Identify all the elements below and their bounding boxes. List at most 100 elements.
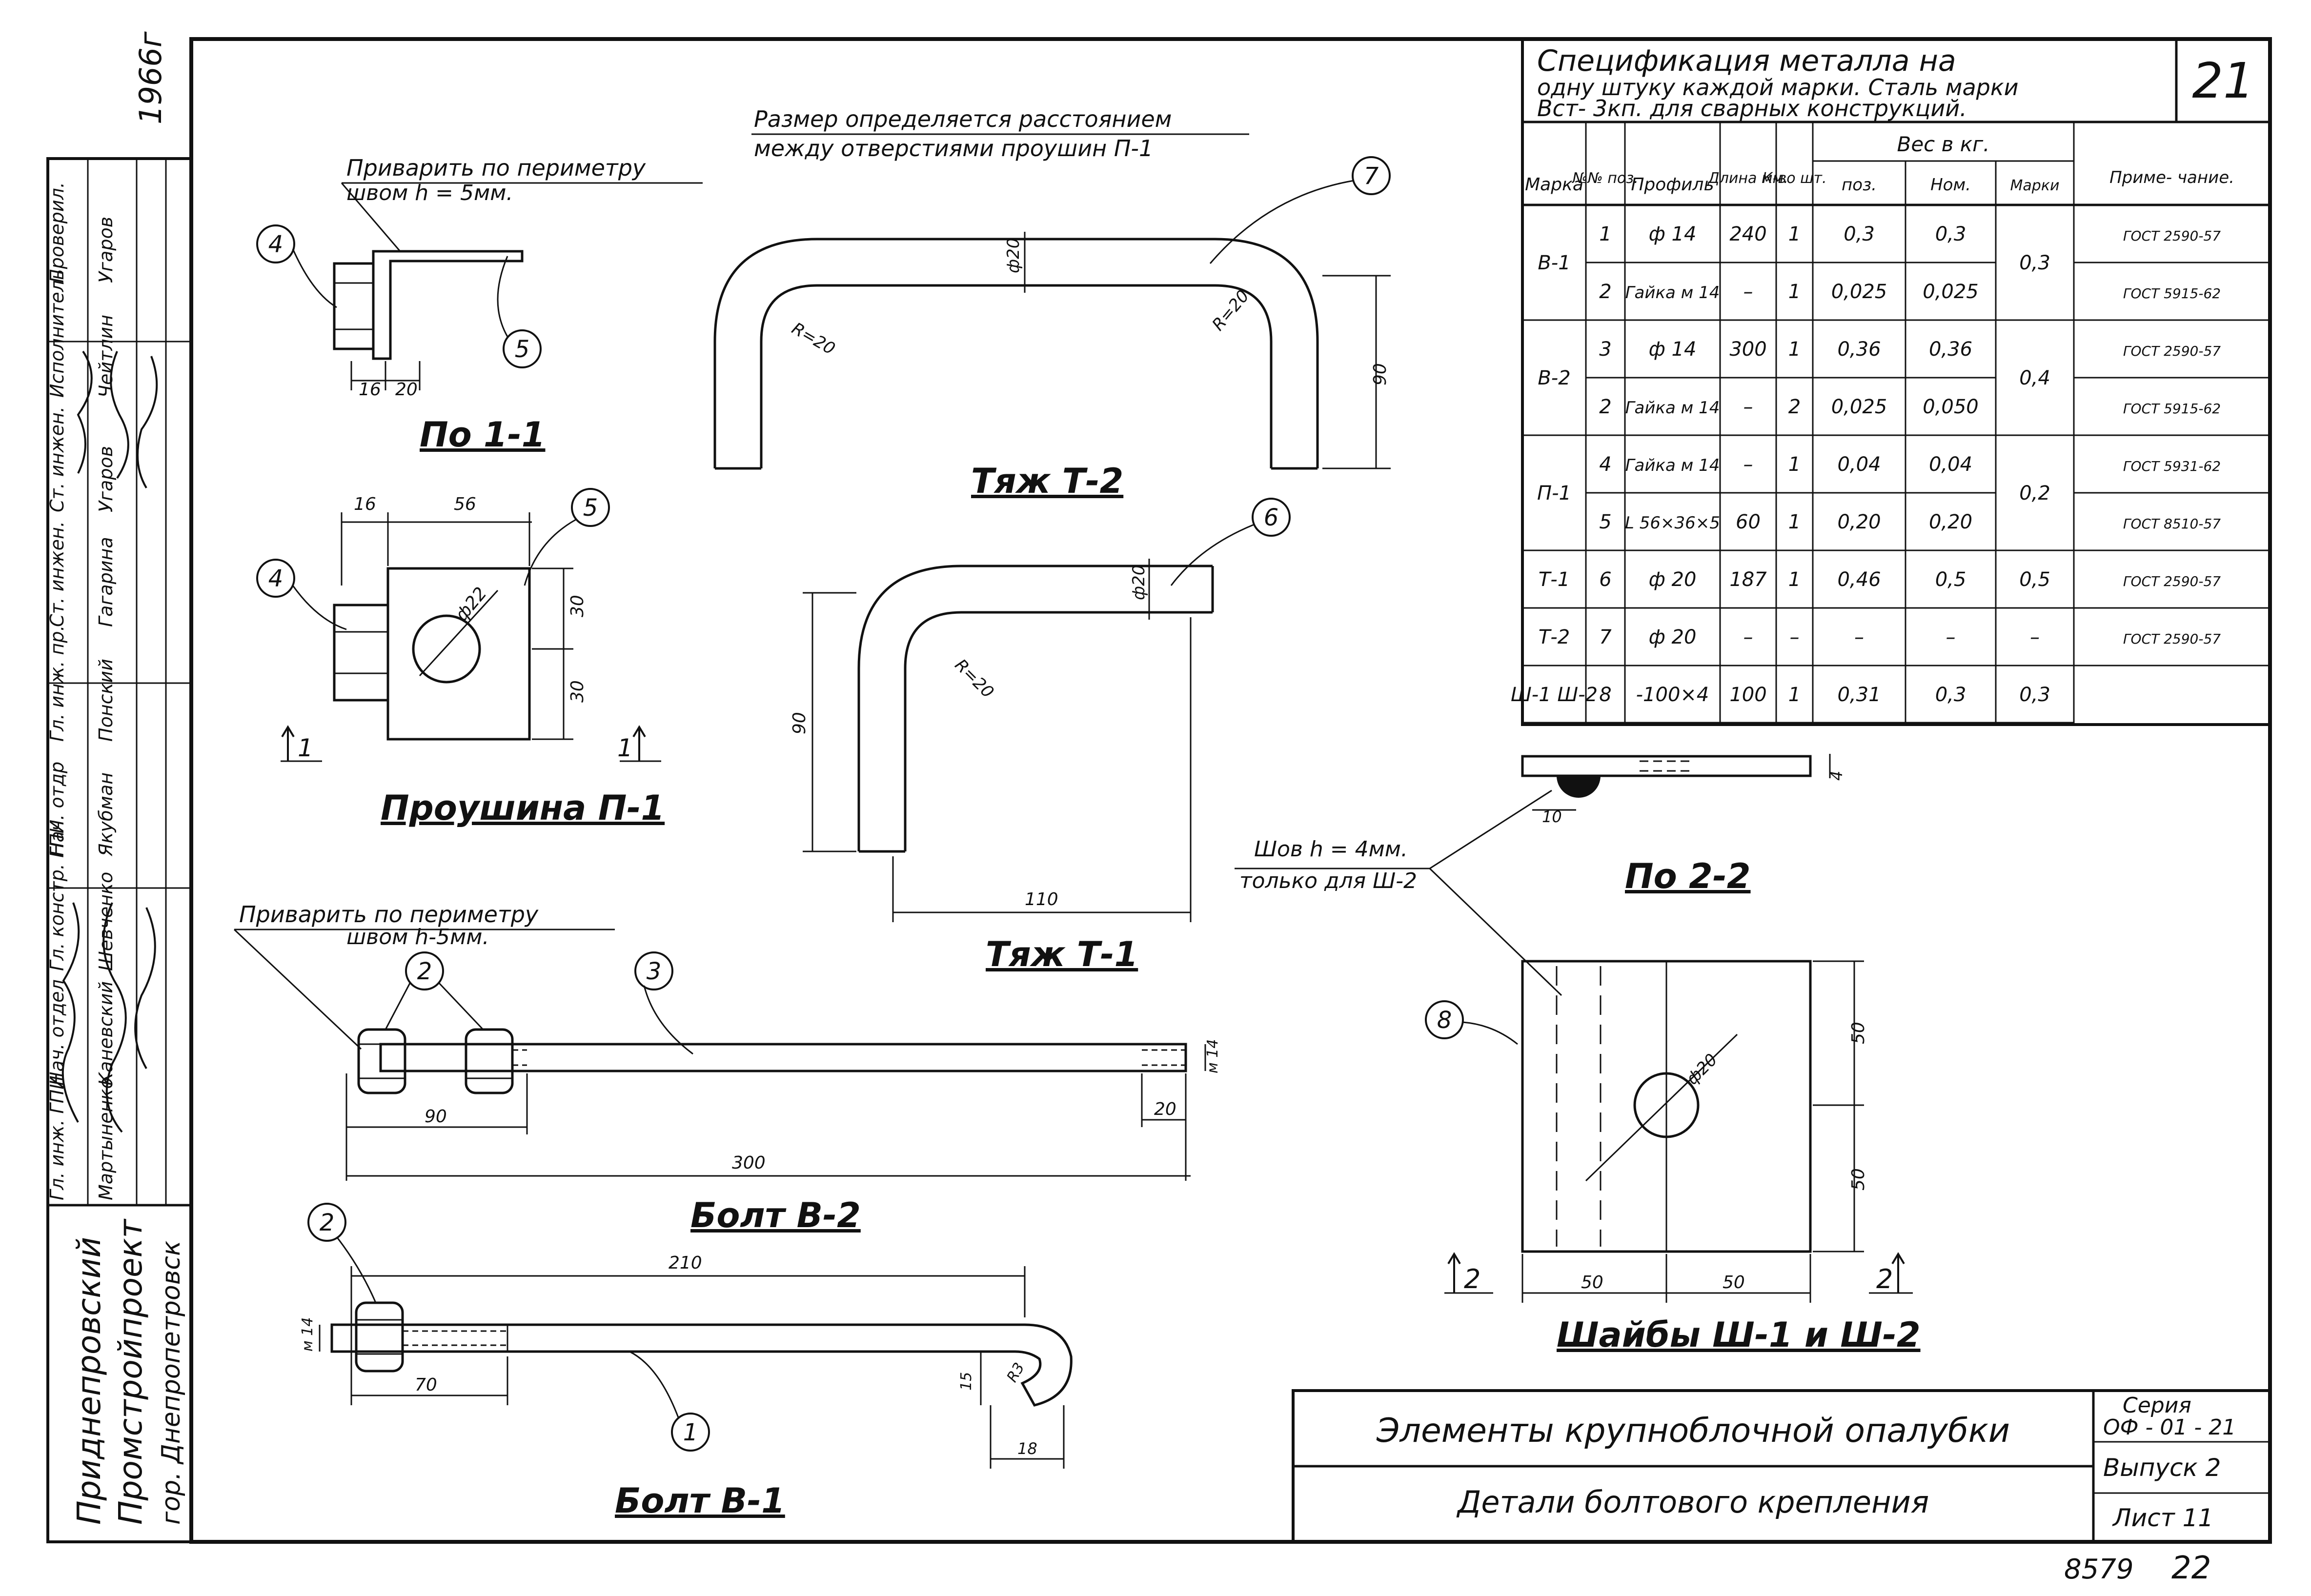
callout-5: 5	[515, 336, 530, 363]
b1-thread: м 14	[299, 1317, 316, 1352]
header-profile: Профиль	[1631, 175, 1714, 195]
header-pos: №№ поз.	[1571, 170, 1638, 187]
spec-cell-w_pos: –	[1854, 626, 1864, 648]
spec-cell-qty: 1	[1788, 338, 1801, 361]
spec-cell-w_pos: 0,20	[1837, 511, 1881, 533]
spec-cell-length: 240	[1729, 223, 1766, 245]
spec-cell-qty: 1	[1788, 223, 1801, 245]
t1-height: 90	[790, 712, 810, 734]
spec-cell-w_nom: 0,3	[1935, 223, 1966, 245]
spec-cell-mark: В-1	[1538, 252, 1570, 274]
header-mark: Марка	[1525, 175, 1583, 195]
stamp-role: Ст. инжен.	[46, 521, 68, 627]
stamp-name: Якубман	[95, 772, 117, 857]
sheet-number: 21	[2192, 52, 2254, 109]
b1-dim-15: 15	[958, 1372, 975, 1391]
spec-cell-note: ГОСТ 8510-57	[2123, 516, 2221, 532]
stamp-role: Нач. отдр	[46, 762, 68, 856]
sec22-dim-4: 4	[1827, 771, 1846, 781]
t1-length: 110	[1025, 889, 1058, 909]
spec-cell-w_mark: 0,2	[2019, 482, 2050, 505]
spec-cell-pos: 4	[1599, 453, 1611, 476]
page-number: 22	[2171, 1550, 2211, 1586]
b2-thread: м 14	[1204, 1039, 1221, 1073]
spec-cell-pos: 7	[1599, 626, 1612, 648]
spec-cell-w_pos: 0,025	[1831, 281, 1887, 303]
view-section-1-1: Приварить по периметру швом h = 5мм. 16 …	[256, 155, 703, 455]
b2-note-line-2: швом h-5мм.	[346, 925, 489, 950]
b2-dim-300: 300	[732, 1153, 766, 1173]
washer-cut-right: 2	[1876, 1264, 1893, 1294]
view-section-2-2: 10 4 По 2-2 Шов h = 4мм. только для Ш-2	[1235, 754, 1846, 996]
stamp-role: Ст. инжен.	[46, 406, 68, 512]
view-rod-t1: ф20 R=20 90 110 6 Тяж Т-1	[790, 498, 1291, 974]
spec-cell-note: ГОСТ 2590-57	[2123, 343, 2221, 359]
washer-dim-50-a: 50	[1581, 1273, 1603, 1293]
series-label: Серия	[2123, 1393, 2191, 1418]
weld-note-line-2: только для Ш-2	[1239, 869, 1417, 893]
spec-cell-w_nom: –	[1946, 626, 1956, 648]
b2-shank	[379, 1043, 1187, 1072]
view-bolt-b2: Приварить по периметру швом h-5мм. 90 20…	[233, 901, 1221, 1235]
note-weld-line-1: Приварить по периметру	[346, 155, 646, 181]
spec-cell-qty: 1	[1788, 281, 1801, 303]
washer-cut-left: 2	[1464, 1264, 1480, 1294]
lug-plate	[386, 567, 531, 741]
header-weight-nom: Ном.	[1930, 175, 1971, 195]
callout-4: 4	[268, 231, 284, 258]
org-line-2: Промстройпроект	[112, 1218, 149, 1525]
spec-cell-length: 100	[1729, 684, 1766, 706]
spec-cell-mark: Т-2	[1539, 626, 1570, 648]
view-rod-t2: Размер определяется расстоянием между от…	[713, 106, 1391, 501]
stamp-role: Проверил.	[46, 182, 68, 283]
header-length: Длина мм.	[1707, 170, 1788, 187]
spec-cell-w_nom: 0,36	[1929, 338, 1972, 361]
spec-cell-w_nom: 0,5	[1935, 568, 1966, 591]
b2-dim-20: 20	[1154, 1099, 1176, 1119]
view-lug-p1: ф22 16 56 30 30 1 1 4 5 Проушина П-1	[256, 488, 665, 828]
stamp-name: Угаров	[95, 446, 117, 512]
washer-callout-8: 8	[1437, 1007, 1452, 1034]
washer-dim-50-d: 50	[1848, 1168, 1868, 1191]
stamp-role: Нач. отдел	[46, 979, 68, 1086]
caption-washer: Шайбы Ш-1 и Ш-2	[1557, 1315, 1921, 1355]
spec-cell-qty: 1	[1788, 511, 1801, 533]
t1-rod-outer	[857, 565, 1213, 851]
caption-rod-t2: Тяж Т-2	[971, 461, 1123, 501]
b1-dim-18: 18	[1017, 1439, 1037, 1458]
spec-cell-w_pos: 0,31	[1837, 684, 1881, 706]
angle-section	[372, 250, 524, 360]
t2-radius-left: R=20	[789, 319, 839, 359]
b2-dim-90: 90	[425, 1107, 447, 1127]
stamp-role: Гл. констр. ГПИ	[46, 820, 68, 971]
stamp-name: Понский	[95, 659, 117, 742]
t1-callout-6: 6	[1264, 504, 1279, 531]
spec-cell-mark: Ш-1 Ш-2	[1511, 684, 1598, 706]
spec-cell-profile: ф 14	[1649, 338, 1697, 361]
caption-section-2-2: По 2-2	[1625, 856, 1751, 896]
b1-callout-1: 1	[683, 1419, 698, 1446]
washer-section-plate	[1521, 755, 1812, 777]
spec-cell-length: 60	[1736, 511, 1761, 533]
spec-cell-note: ГОСТ 5915-62	[2123, 401, 2221, 417]
b2-nut-1	[357, 1028, 406, 1094]
specification-table: 21 Спецификация металла на одну штуку ка…	[1511, 38, 2271, 726]
spec-cell-w_nom: 0,050	[1923, 396, 1979, 418]
spec-cell-qty: –	[1790, 626, 1800, 648]
b2-callout-3: 3	[647, 958, 662, 985]
spec-cell-qty: 1	[1788, 684, 1801, 706]
stamp-role: Гл. инж. ГПИ	[46, 1075, 68, 1200]
signature-scribble	[61, 350, 158, 1133]
spec-cell-pos: 3	[1599, 338, 1611, 361]
header-qty: К-во шт.	[1762, 170, 1826, 187]
spec-cell-profile: Гайка м 14	[1625, 398, 1720, 418]
series-value: ОФ - 01 - 21	[2103, 1415, 2236, 1440]
t2-callout-7: 7	[1364, 162, 1379, 190]
spec-cell-note: ГОСТ 2590-57	[2123, 631, 2221, 647]
spec-cell-mark: В-2	[1538, 367, 1570, 389]
t2-dia: ф20	[1004, 238, 1023, 273]
spec-title-line-1: Спецификация металла на	[1537, 44, 1956, 78]
spec-title-line-3: Вст- 3кп. для сварных конструкций.	[1537, 95, 1967, 121]
spec-cell-profile: ф 14	[1649, 223, 1697, 245]
